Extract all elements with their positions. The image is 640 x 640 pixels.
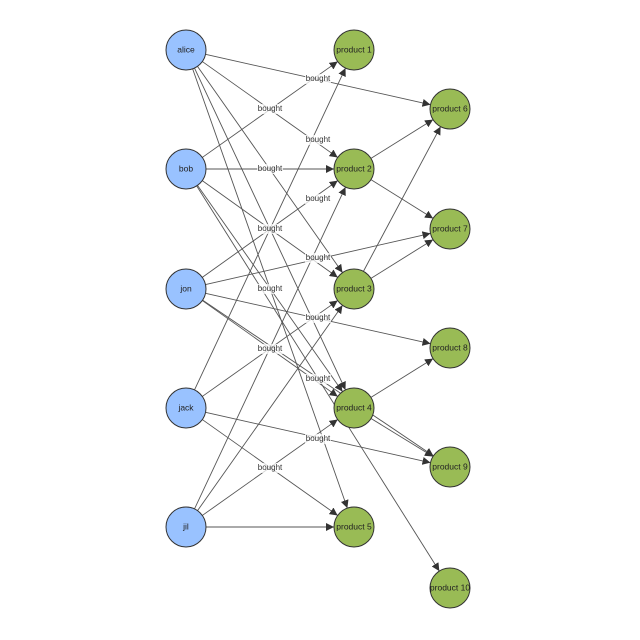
node-circle-jon[interactable]: [165, 268, 207, 310]
node-circle-p2[interactable]: [333, 148, 375, 190]
node-circle-jil[interactable]: [165, 506, 207, 548]
node-circle-p10[interactable]: [429, 567, 471, 609]
node-label-alice: alice: [177, 44, 195, 54]
edge-label-bg: [305, 374, 331, 384]
node-label-p6: product 6: [432, 103, 468, 113]
edge-label-bg: [257, 463, 283, 473]
edge-label: bought: [306, 434, 331, 443]
node-label-p8: product 8: [432, 342, 468, 352]
node-label-p3: product 3: [336, 283, 372, 293]
edge-label: bought: [306, 374, 331, 383]
edge-label: bought: [258, 284, 283, 293]
edge-label: bought: [306, 135, 331, 144]
edge-label: bought: [306, 74, 331, 83]
node-label-p10: product 10: [430, 582, 470, 592]
edge-label-bg: [305, 74, 331, 84]
node-label-jack: jack: [177, 402, 194, 412]
edge-label: bought: [258, 224, 283, 233]
edge-label-bg: [305, 135, 331, 145]
edge-label: bought: [306, 253, 331, 262]
edge-label: bought: [258, 104, 283, 113]
edge-label-bg: [257, 164, 283, 174]
node-p7[interactable]: product 7: [429, 208, 471, 250]
edge-label: bought: [306, 313, 331, 322]
node-p6[interactable]: product 6: [429, 88, 471, 130]
node-circle-p9[interactable]: [429, 446, 471, 488]
edge-label: bought: [258, 164, 283, 173]
node-circle-p6[interactable]: [429, 88, 471, 130]
node-p8[interactable]: product 8: [429, 327, 471, 369]
node-jack[interactable]: jack: [165, 387, 207, 429]
edge-labels-layer: bought bought bought bought bought bought boug…: [257, 74, 331, 473]
edge-label-bg: [305, 253, 331, 263]
node-p2[interactable]: product 2: [333, 148, 375, 190]
edge-label-bg: [257, 344, 283, 354]
node-jil[interactable]: jil: [165, 506, 207, 548]
node-alice[interactable]: alice: [165, 29, 207, 71]
edge-label-bg: [305, 434, 331, 444]
edge-label-bg: [257, 224, 283, 234]
node-circle-jack[interactable]: [165, 387, 207, 429]
node-circle-p3[interactable]: [333, 268, 375, 310]
node-circle-p7[interactable]: [429, 208, 471, 250]
node-label-p1: product 1: [336, 44, 372, 54]
edge-p4-p8: [370, 358, 434, 398]
edge-label: bought: [258, 344, 283, 353]
node-p4[interactable]: product 4: [333, 387, 375, 429]
node-bob[interactable]: bob: [165, 148, 207, 190]
node-label-p5: product 5: [336, 521, 372, 531]
nodes-layer: alice bob jon jack jil product 1 product 2 prod…: [165, 29, 471, 609]
node-jon[interactable]: jon: [165, 268, 207, 310]
edge-p4-p9: [370, 418, 434, 457]
node-p5[interactable]: product 5: [333, 506, 375, 548]
node-circle-bob[interactable]: [165, 148, 207, 190]
node-label-p4: product 4: [336, 402, 372, 412]
node-label-p7: product 7: [432, 223, 468, 233]
edge-label-bg: [257, 284, 283, 294]
node-label-p9: product 9: [432, 461, 468, 471]
node-p10[interactable]: product 10: [429, 567, 471, 609]
node-p1[interactable]: product 1: [333, 29, 375, 71]
edge-label-bg: [305, 194, 331, 204]
edge-jil-p3: [197, 305, 343, 511]
edge-label-bg: [257, 104, 283, 114]
node-label-jon: jon: [179, 283, 192, 293]
node-p3[interactable]: product 3: [333, 268, 375, 310]
node-label-p2: product 2: [336, 163, 372, 173]
node-circle-alice[interactable]: [165, 29, 207, 71]
node-label-bob: bob: [179, 163, 193, 173]
node-circle-p1[interactable]: [333, 29, 375, 71]
edge-label: bought: [258, 463, 283, 472]
edge-p3-p6: [363, 126, 441, 272]
edge-p3-p7: [370, 239, 434, 279]
node-label-jil: jil: [182, 521, 189, 531]
node-circle-p5[interactable]: [333, 506, 375, 548]
edge-label: bought: [306, 194, 331, 203]
edge-label-bg: [305, 313, 331, 323]
node-circle-p8[interactable]: [429, 327, 471, 369]
node-circle-p4[interactable]: [333, 387, 375, 429]
node-p9[interactable]: product 9: [429, 446, 471, 488]
edge-p2-p6: [370, 119, 434, 159]
